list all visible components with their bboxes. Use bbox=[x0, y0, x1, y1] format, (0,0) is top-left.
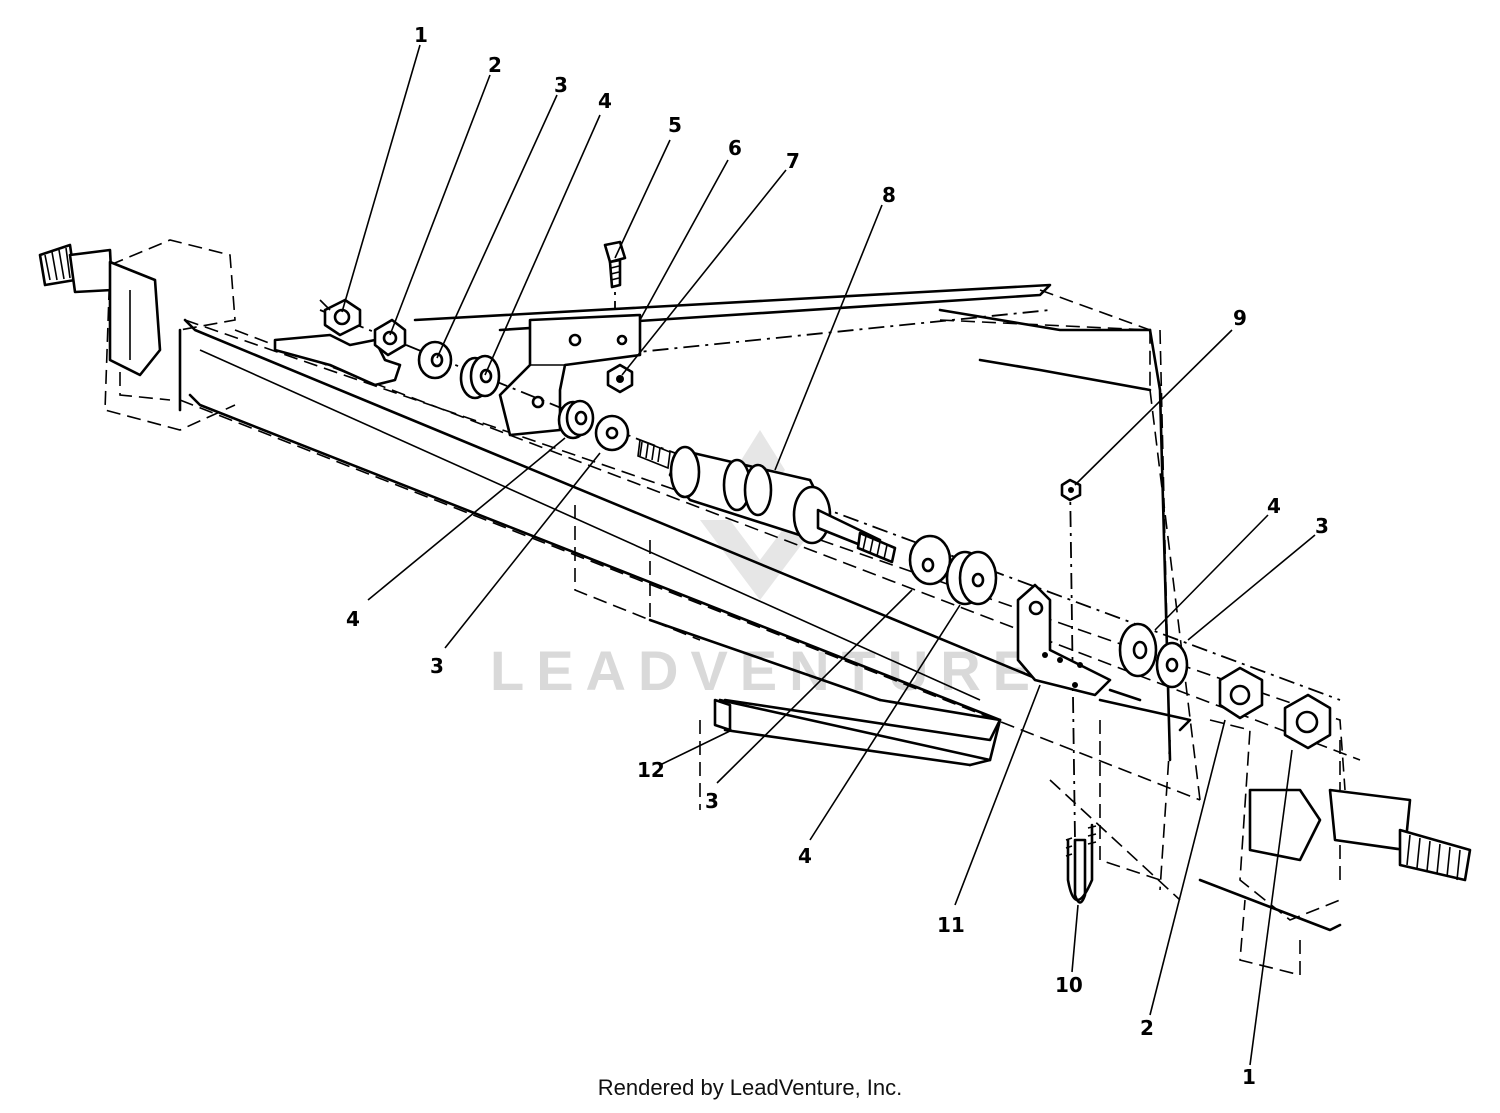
u-bolt bbox=[1065, 823, 1097, 904]
callout-4-bottom: 4 bbox=[798, 844, 812, 868]
callout-4-left: 4 bbox=[346, 607, 360, 631]
rod bbox=[713, 698, 1002, 767]
callout-3-left: 3 bbox=[430, 654, 444, 678]
hex-nut bbox=[319, 298, 362, 337]
washer bbox=[594, 414, 630, 452]
upper-support-bar bbox=[413, 283, 1172, 762]
callout-labels: 1 2 3 4 5 6 7 8 9 4 3 4 3 12 3 4 11 10 2… bbox=[346, 23, 1329, 1089]
washer bbox=[908, 534, 952, 586]
callout-1-bottom: 1 bbox=[1242, 1065, 1256, 1089]
washer bbox=[417, 340, 453, 380]
callout-11: 11 bbox=[937, 913, 965, 937]
callout-12: 12 bbox=[637, 758, 665, 782]
leader-lines bbox=[341, 44, 1316, 1066]
callout-4-right: 4 bbox=[1267, 494, 1281, 518]
callout-10: 10 bbox=[1055, 973, 1083, 997]
callout-8: 8 bbox=[882, 183, 896, 207]
washer bbox=[1155, 641, 1189, 689]
watermark-text: LEADVENTURE bbox=[490, 639, 1042, 702]
callout-3-right: 3 bbox=[1315, 514, 1329, 538]
bushing bbox=[945, 550, 998, 606]
bushing bbox=[459, 354, 501, 400]
callout-3-top: 3 bbox=[554, 73, 568, 97]
nut bbox=[606, 363, 634, 394]
bushing bbox=[1118, 622, 1158, 678]
watermark: LEADVENTURE bbox=[490, 430, 1042, 702]
callout-2-top: 2 bbox=[488, 53, 502, 77]
callout-3-bottom: 3 bbox=[705, 789, 719, 813]
mount-plate-left bbox=[273, 333, 402, 387]
callout-2-bottom: 2 bbox=[1140, 1016, 1154, 1040]
bolt bbox=[603, 240, 627, 289]
hex-nut bbox=[1283, 693, 1332, 750]
lock-nut bbox=[373, 318, 407, 357]
axle-beam bbox=[178, 318, 1342, 932]
axle-frame-outline bbox=[104, 239, 1361, 977]
footer-credit: Rendered by LeadVenture, Inc. bbox=[597, 1075, 903, 1100]
callout-4-top: 4 bbox=[598, 89, 612, 113]
angle-bracket bbox=[1016, 583, 1112, 697]
bushing bbox=[557, 399, 595, 440]
callout-7: 7 bbox=[786, 149, 800, 173]
callout-1-top: 1 bbox=[414, 23, 428, 47]
callout-9: 9 bbox=[1233, 306, 1247, 330]
left-spindle bbox=[38, 243, 162, 377]
callout-6: 6 bbox=[728, 136, 742, 160]
lock-nut bbox=[1218, 666, 1264, 720]
callout-5: 5 bbox=[668, 113, 682, 137]
shock-absorber bbox=[637, 438, 897, 564]
right-spindle bbox=[1248, 788, 1472, 882]
